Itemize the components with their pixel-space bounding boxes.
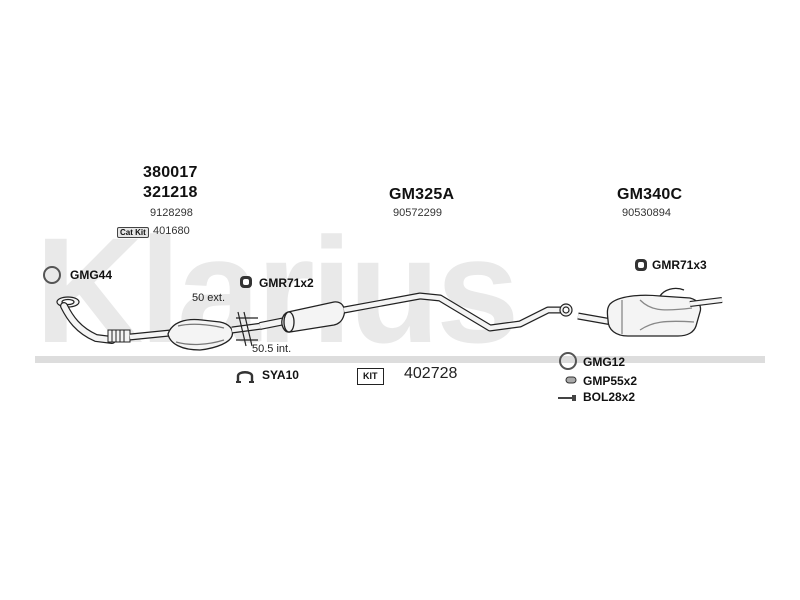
note-ext: 50 ext. xyxy=(192,292,226,304)
kit-number: 402728 xyxy=(404,365,458,382)
rubber-mount-icon xyxy=(240,276,252,288)
flex-section xyxy=(107,329,131,343)
catkit-badge: Cat Kit xyxy=(117,227,149,238)
clamp-icon xyxy=(236,371,254,383)
gasket-ring-icon xyxy=(559,352,577,370)
gasket-ring-icon xyxy=(43,266,61,284)
catalytic-converter xyxy=(167,318,234,351)
kit-badge: KIT xyxy=(357,368,384,385)
part-sya10: SYA10 xyxy=(262,368,299,382)
part-bol28x2: BOL28x2 xyxy=(583,390,636,404)
joint-clamp xyxy=(236,311,258,347)
note-int: 50.5 int. xyxy=(252,343,292,355)
middle-silencer xyxy=(281,301,346,333)
oe-number-mid: 90572299 xyxy=(393,207,442,219)
part-gmr71x3: GMR71x3 xyxy=(652,258,707,272)
mid-pipe xyxy=(343,292,566,332)
pipe-piece-icon xyxy=(565,376,577,384)
catkit-number: 401680 xyxy=(153,225,190,237)
rear-silencer xyxy=(606,287,702,337)
oe-number-right: 90530894 xyxy=(622,207,671,219)
code-380017: 380017 xyxy=(143,164,198,181)
part-gmg44: GMG44 xyxy=(70,268,113,282)
background-band xyxy=(35,356,765,363)
rubber-mount-icon xyxy=(635,259,647,271)
code-gm340c: GM340C xyxy=(617,186,683,203)
oe-number-left: 9128298 xyxy=(150,207,193,219)
part-gmg12: GMG12 xyxy=(583,355,626,369)
code-321218: 321218 xyxy=(143,184,198,201)
rear-joint xyxy=(559,303,573,317)
bolt-icon xyxy=(558,395,576,401)
code-gm325a: GM325A xyxy=(389,186,455,203)
part-gmp55x2: GMP55x2 xyxy=(583,374,638,388)
part-gmr71x2: GMR71x2 xyxy=(259,276,314,290)
